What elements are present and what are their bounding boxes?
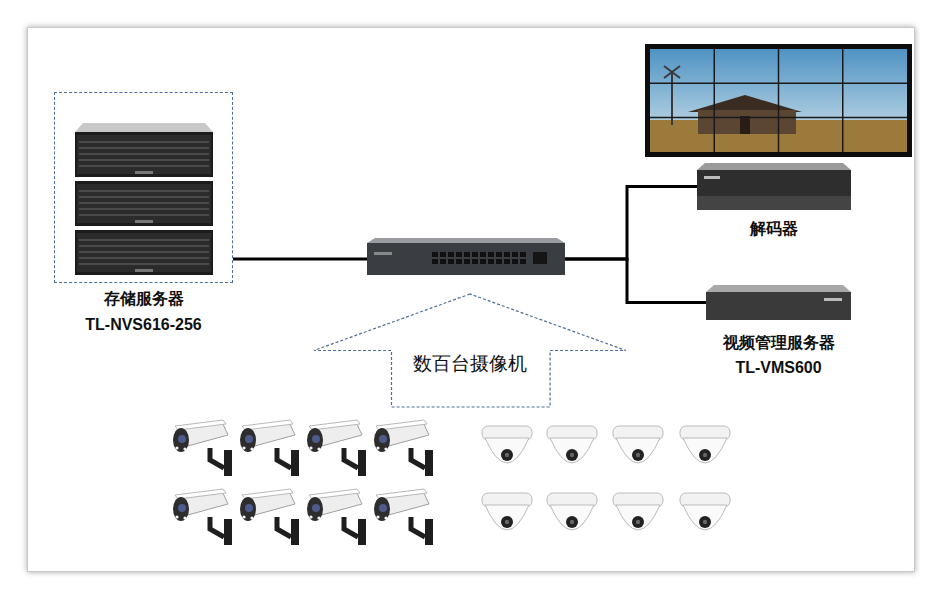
switch-logo: [374, 252, 392, 255]
dome-camera: [482, 493, 532, 530]
switch-top: [367, 238, 565, 243]
wall-frame: [645, 44, 912, 157]
decoder-front: [697, 196, 851, 210]
network-cable: [565, 187, 697, 260]
dome-camera: [613, 426, 663, 463]
dome-camera: [680, 426, 730, 463]
network-cable: [233, 258, 367, 261]
server-unit: [75, 132, 213, 177]
decoder-body: [697, 170, 851, 210]
vms-body: [706, 292, 851, 320]
bullet-camera: [374, 489, 433, 545]
decoder-device: [697, 163, 851, 210]
switch-ports: [432, 251, 528, 265]
bullet-camera: [307, 489, 366, 545]
bullet-camera: [240, 420, 299, 476]
network-switch: [367, 238, 565, 275]
vms-device: [706, 285, 851, 320]
vms-top: [706, 285, 851, 292]
model-label: TL-NVS616-256: [85, 315, 202, 334]
house-roof: [688, 95, 802, 112]
dome-cameras: [482, 426, 730, 530]
house-door: [740, 116, 750, 134]
bullet-cameras: [173, 420, 433, 545]
wall-grid: [650, 49, 907, 152]
bullet-camera: [307, 420, 366, 476]
node-label: 数百台摄像机: [413, 353, 527, 376]
dome-camera: [482, 426, 532, 463]
vms-logo: [824, 298, 842, 301]
video-wall: [645, 44, 912, 157]
storage-server-box: 存储服务器TL-NVS616-256: [54, 92, 233, 283]
dome-camera: [547, 426, 597, 463]
bullet-camera: [173, 489, 232, 545]
server-stack: [75, 123, 213, 275]
switch-sfp: [533, 252, 547, 264]
windmill-blades: [664, 66, 680, 78]
network-cable: [565, 259, 706, 303]
server-unit: [75, 181, 213, 226]
node-label: 视频管理服务器: [723, 333, 835, 352]
decoder-top: [697, 163, 851, 170]
dome-camera: [547, 493, 597, 530]
arrow-shape: [314, 294, 626, 407]
wall-sky: [650, 49, 907, 152]
camera-arrow: 数百台摄像机: [313, 293, 627, 408]
dome-camera: [680, 493, 730, 530]
arrow-outline: [313, 293, 627, 408]
model-label: TL-VMS600: [735, 358, 821, 377]
bullet-camera: [173, 420, 232, 476]
server-unit: [75, 230, 213, 275]
bullet-camera: [240, 489, 299, 545]
node-label: 解码器: [750, 219, 798, 238]
switch-box: [367, 243, 565, 275]
dome-camera: [613, 493, 663, 530]
switch-body: [367, 243, 565, 275]
decoder-box: 解码器: [697, 163, 851, 210]
decoder-logo: [704, 176, 720, 179]
vms-box: 视频管理服务器TL-VMS600: [706, 285, 851, 320]
node-label: 存储服务器: [104, 289, 184, 308]
bullet-camera: [374, 420, 433, 476]
house-wall: [698, 110, 796, 134]
server-top: [75, 123, 213, 132]
